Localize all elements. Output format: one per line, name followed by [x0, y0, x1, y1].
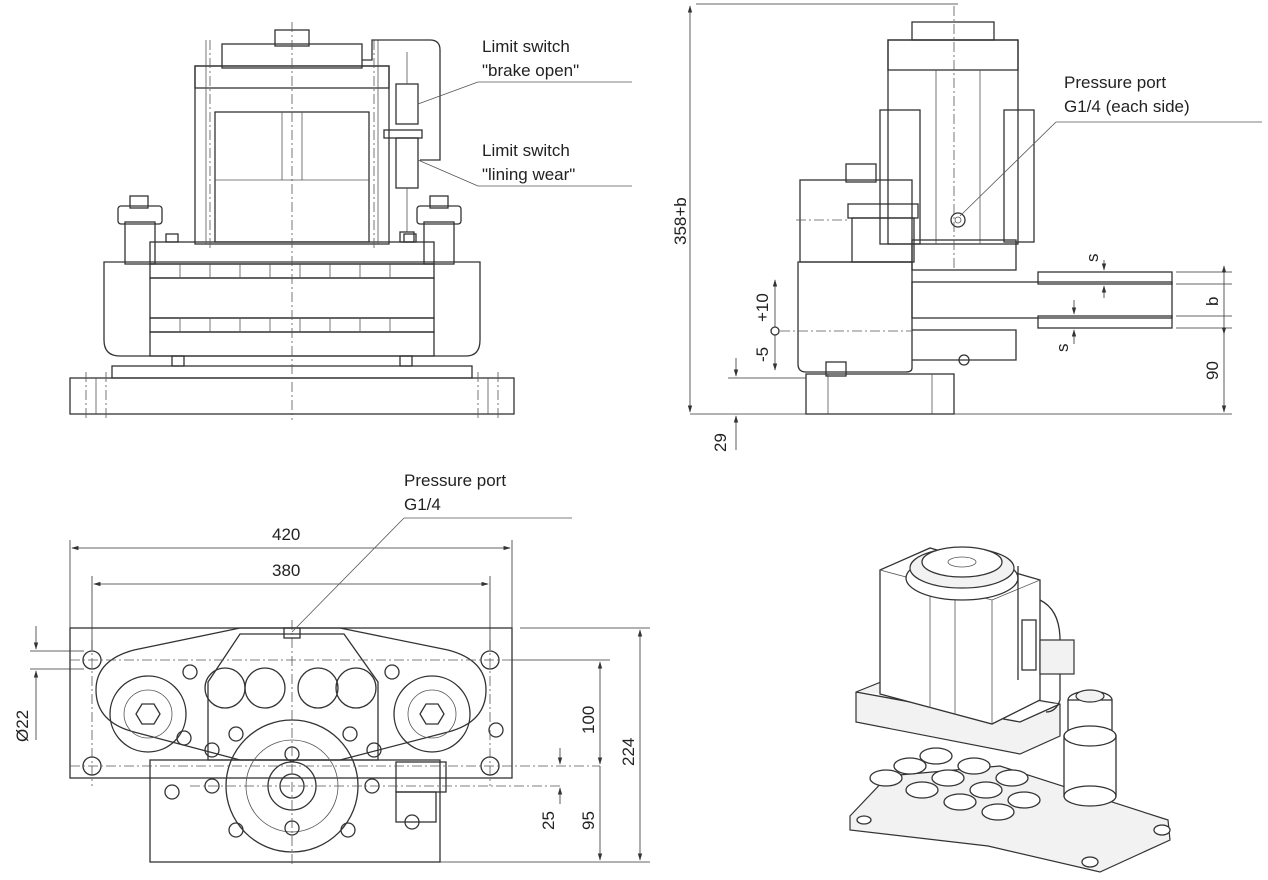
dim-29: 29	[711, 433, 730, 452]
dim-95: 95	[579, 811, 598, 830]
dim-25: 25	[539, 811, 558, 830]
callout-pressure-port-each-side-line2: G1/4 (each side)	[1064, 97, 1190, 116]
dim-s-lower: s	[1053, 344, 1072, 353]
plan-view	[69, 620, 600, 866]
side-view-callout: Pressure port G1/4 (each side)	[959, 73, 1262, 217]
dim-s-upper: s	[1083, 254, 1102, 263]
dim-hole-diameter-22: Ø22	[13, 710, 32, 742]
dim-b: b	[1203, 297, 1222, 306]
dim-100: 100	[579, 706, 598, 734]
callout-lining-wear-line1: Limit switch	[482, 141, 570, 160]
dim-plus-10: +10	[753, 293, 772, 322]
dim-minus-5: -5	[753, 347, 772, 362]
plan-view-callout: Pressure port G1/4	[291, 471, 572, 633]
side-view	[770, 6, 1173, 415]
side-view-dimensions: 358+b 29 s s b 90 +10 -5	[671, 3, 1232, 452]
callout-pressure-port-each-side-line1: Pressure port	[1064, 73, 1166, 92]
dim-420: 420	[272, 525, 300, 544]
callout-pressure-port-line1: Pressure port	[404, 471, 506, 490]
front-view-callouts: Limit switch "brake open" Limit switch "…	[417, 37, 632, 187]
callout-lining-wear-line2: "lining wear"	[482, 165, 575, 184]
plan-view-dimensions: 420 380 Ø22 100 224 25 95	[13, 525, 650, 863]
dim-224: 224	[619, 738, 638, 766]
dim-358-plus-b: 358+b	[671, 197, 690, 245]
isometric-view	[849, 546, 1171, 873]
dim-90: 90	[1203, 361, 1222, 380]
dim-380: 380	[272, 561, 300, 580]
front-view	[69, 22, 515, 420]
callout-brake-open-line2: "brake open"	[482, 61, 579, 80]
callout-pressure-port-line2: G1/4	[404, 495, 441, 514]
callout-brake-open-line1: Limit switch	[482, 37, 570, 56]
